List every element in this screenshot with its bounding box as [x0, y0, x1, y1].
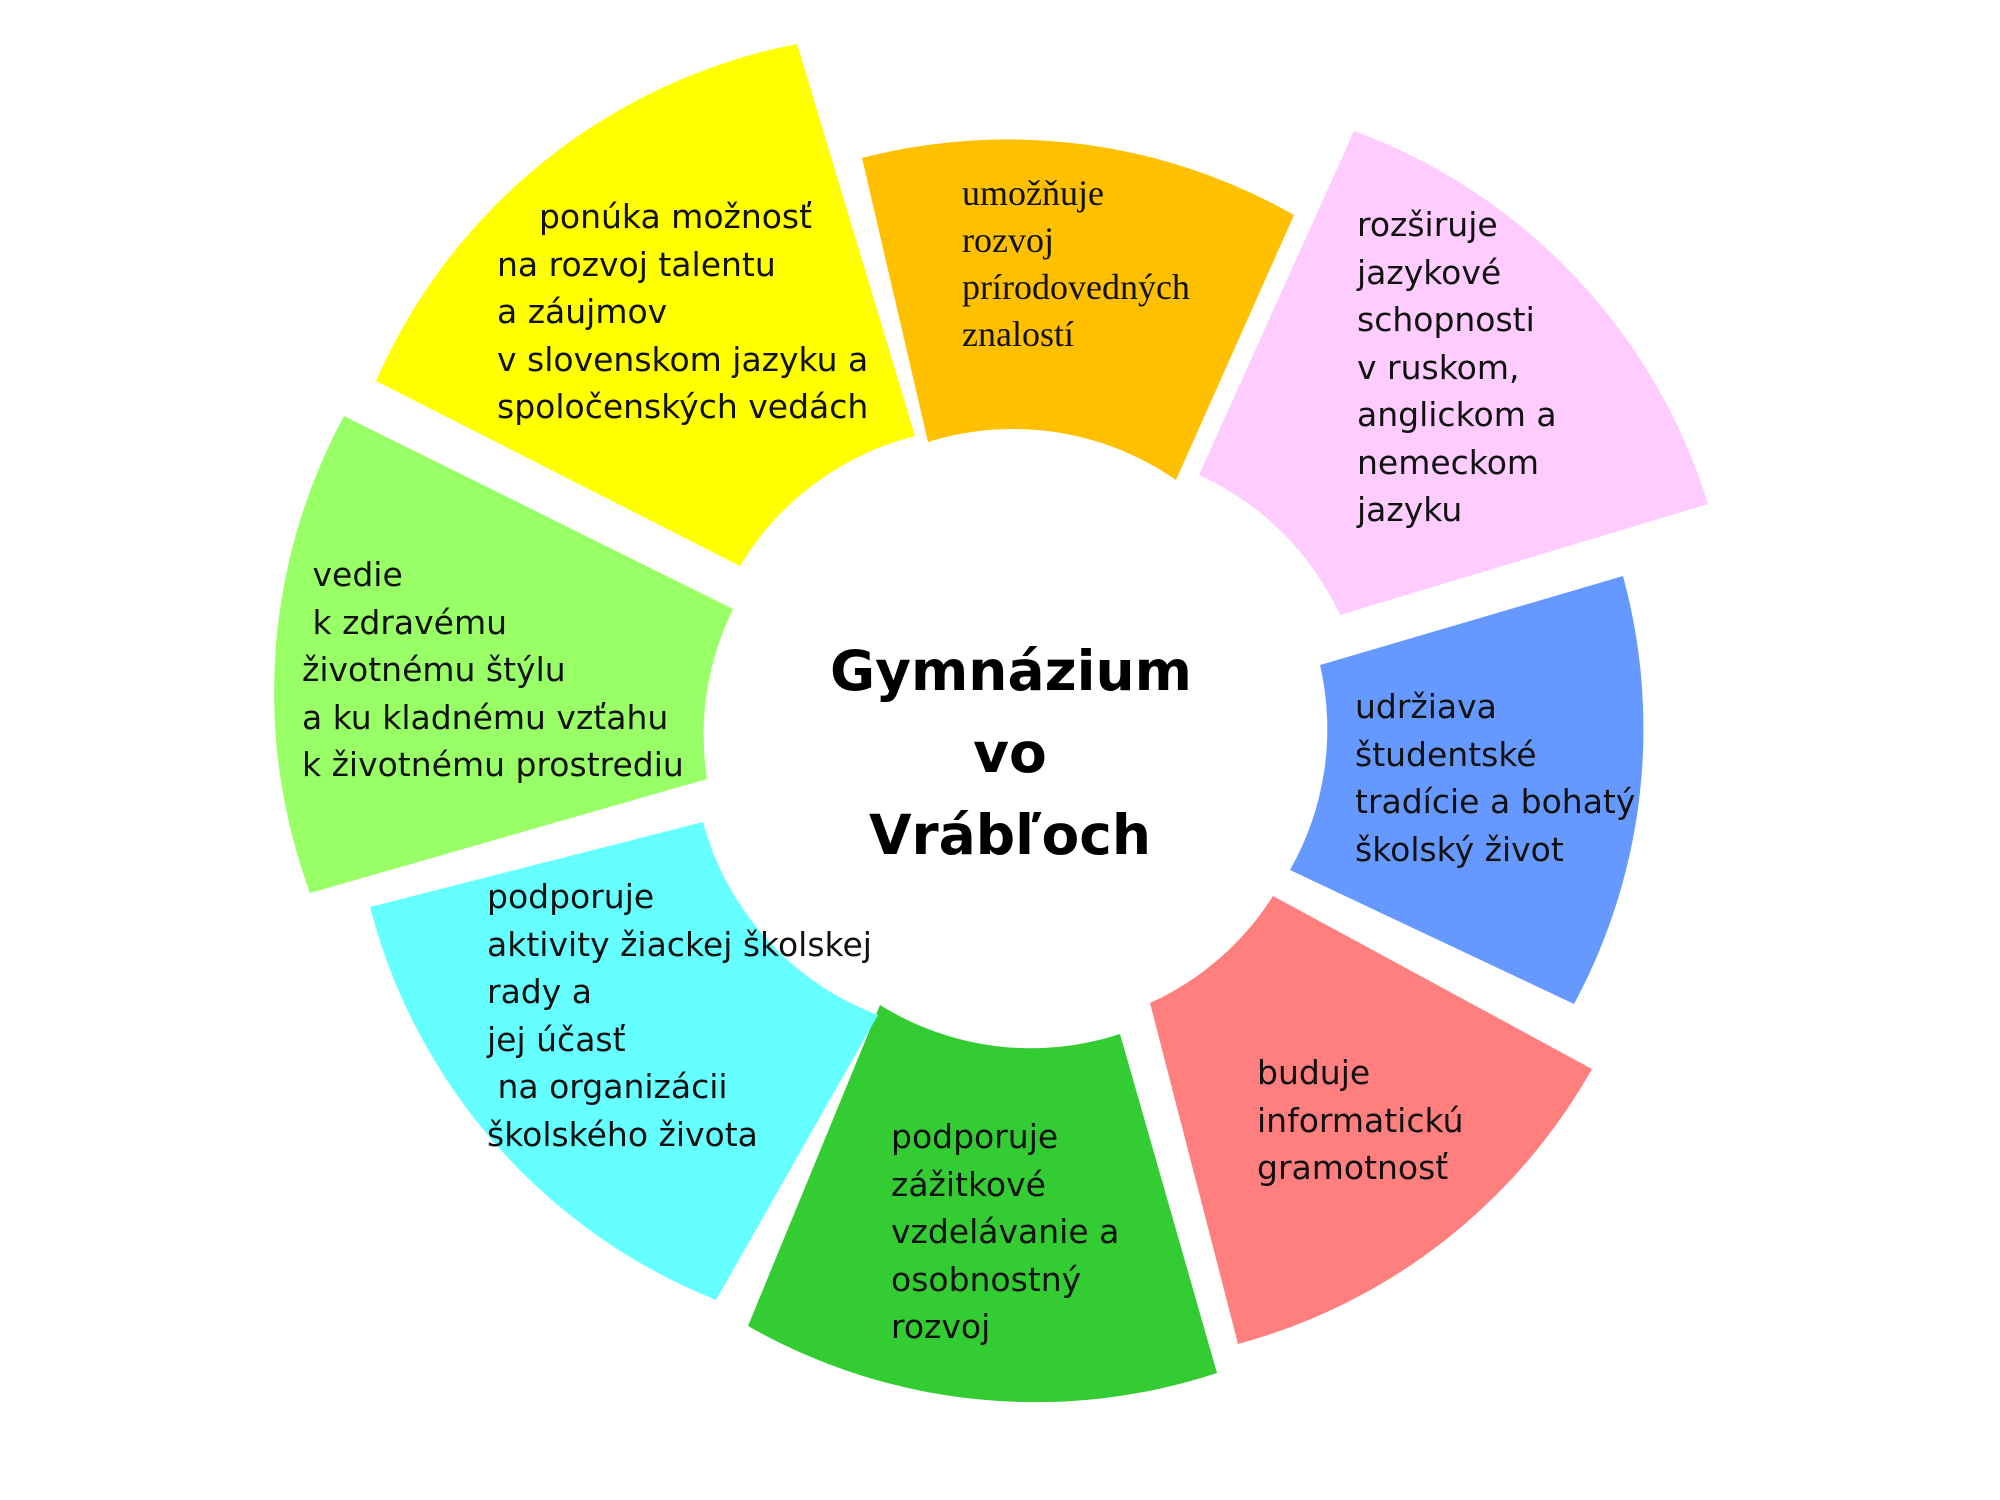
center-title-line1: Gymnázium [830, 639, 1192, 703]
segment-pink [1199, 131, 1708, 615]
segment-orange-text: umožňuje rozvoj prírodovedných znalostí [962, 173, 1190, 354]
segment-cyan [370, 822, 878, 1300]
center-title-line2: vo Vrábľoch [868, 721, 1152, 867]
segment-cyan-text: podporuje aktivity žiackej školskej rady… [487, 877, 872, 1154]
segment-yellow [376, 44, 915, 566]
segment-red-text: buduje informatickú gramotnosť [1257, 1053, 1464, 1187]
segment-pink-text: rozširuje jazykové schopnosti v ruskom, … [1357, 205, 1557, 529]
segment-lightgreen-text: vedie k zdravému životnému štýlu a ku kl… [302, 555, 684, 784]
segment-blue-text: udržiava študentské tradície a bohatý šk… [1355, 687, 1636, 869]
segment-lightgreen [274, 416, 733, 893]
segment-blue [1290, 576, 1644, 1004]
segment-red [1150, 896, 1592, 1344]
segment-green-text: podporuje zážitkové vzdelávanie a osobno… [891, 1117, 1120, 1346]
center-title: Gymnázium vo Vrábľoch [830, 630, 1192, 876]
segment-yellow-text: ponúka možnosť na rozvoj talentu a záujm… [497, 197, 869, 426]
segment-green [748, 1005, 1217, 1403]
segment-orange [862, 139, 1294, 480]
